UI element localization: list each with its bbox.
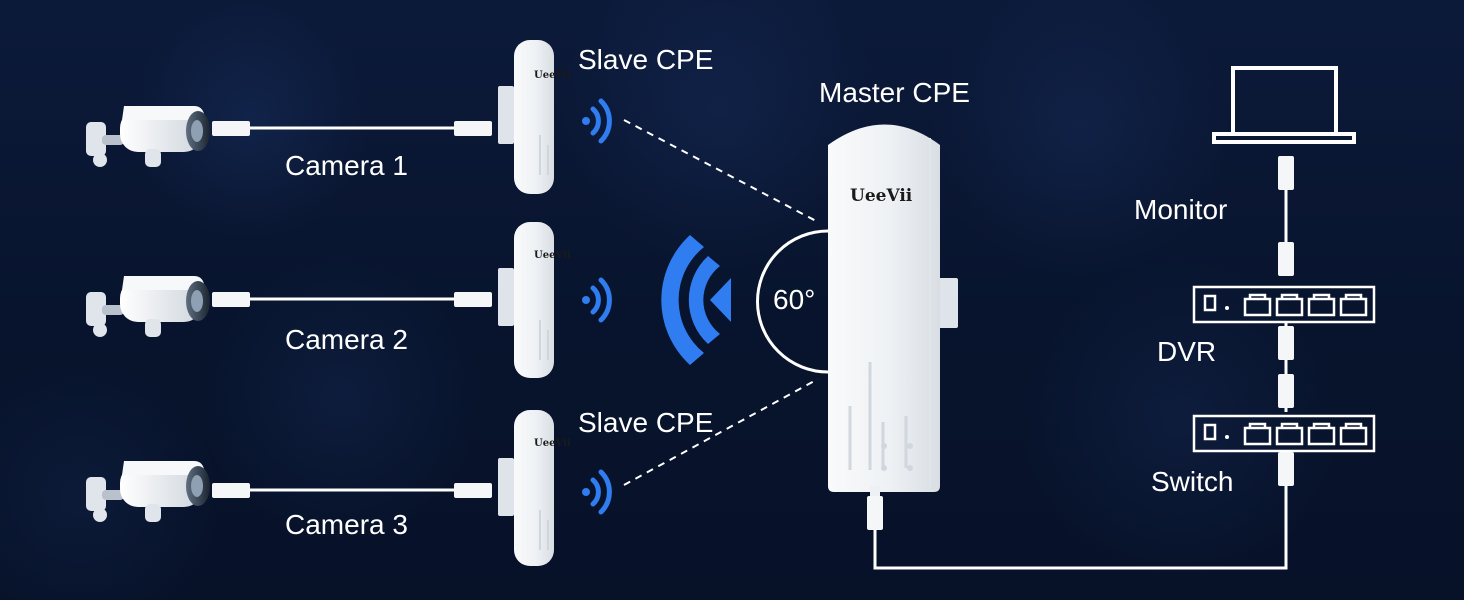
slave-cpe-2-brand: UeeVii — [534, 250, 571, 261]
slave-cpe-device-2: UeeVii — [498, 222, 571, 378]
slave-cpe-top-label: Slave CPE — [578, 44, 714, 75]
dvr-label: DVR — [1157, 336, 1217, 367]
wifi-icon-1 — [582, 98, 612, 144]
camera-3-label: Camera 3 — [285, 509, 408, 540]
camera-2-cable — [212, 292, 492, 307]
coverage-angle-arc — [756, 229, 829, 374]
camera-1-label: Camera 1 — [285, 150, 408, 181]
dashed-link-top — [623, 119, 819, 223]
laptop-monitor-icon — [1212, 66, 1356, 144]
slave-cpe-device-3: UeeVii — [498, 410, 571, 566]
slave-cpe-bottom-label: Slave CPE — [578, 407, 714, 438]
switch-label: Switch — [1151, 466, 1234, 497]
network-switch-device — [1192, 414, 1376, 453]
large-wireless-signal-icon — [661, 235, 731, 365]
master-cpe-label: Master CPE — [819, 77, 970, 108]
dvr-device — [1192, 285, 1376, 324]
camera-1-icon — [86, 106, 210, 167]
slave-cpe-1-brand: UeeVii — [534, 70, 571, 81]
angle-label: 60° — [773, 284, 816, 315]
slave-cpe-3-brand: UeeVii — [534, 438, 571, 449]
master-cpe-brand: UeeVii — [850, 186, 913, 206]
slave-cpe-device-1: UeeVii — [498, 40, 571, 194]
wifi-icon-2 — [582, 277, 612, 323]
master-cpe-device: UeeVii — [828, 124, 958, 504]
vertical-network-cables — [1278, 156, 1294, 412]
camera-1-cable — [212, 121, 492, 136]
wifi-icon-3 — [582, 469, 612, 515]
monitor-label: Monitor — [1134, 194, 1228, 225]
camera-3-cable — [212, 483, 492, 498]
dashed-link-bottom — [623, 378, 819, 486]
master-to-switch-cable — [873, 482, 1288, 570]
camera-2-label: Camera 2 — [285, 324, 408, 355]
camera-2-icon — [86, 276, 210, 337]
camera-3-icon — [86, 461, 210, 522]
